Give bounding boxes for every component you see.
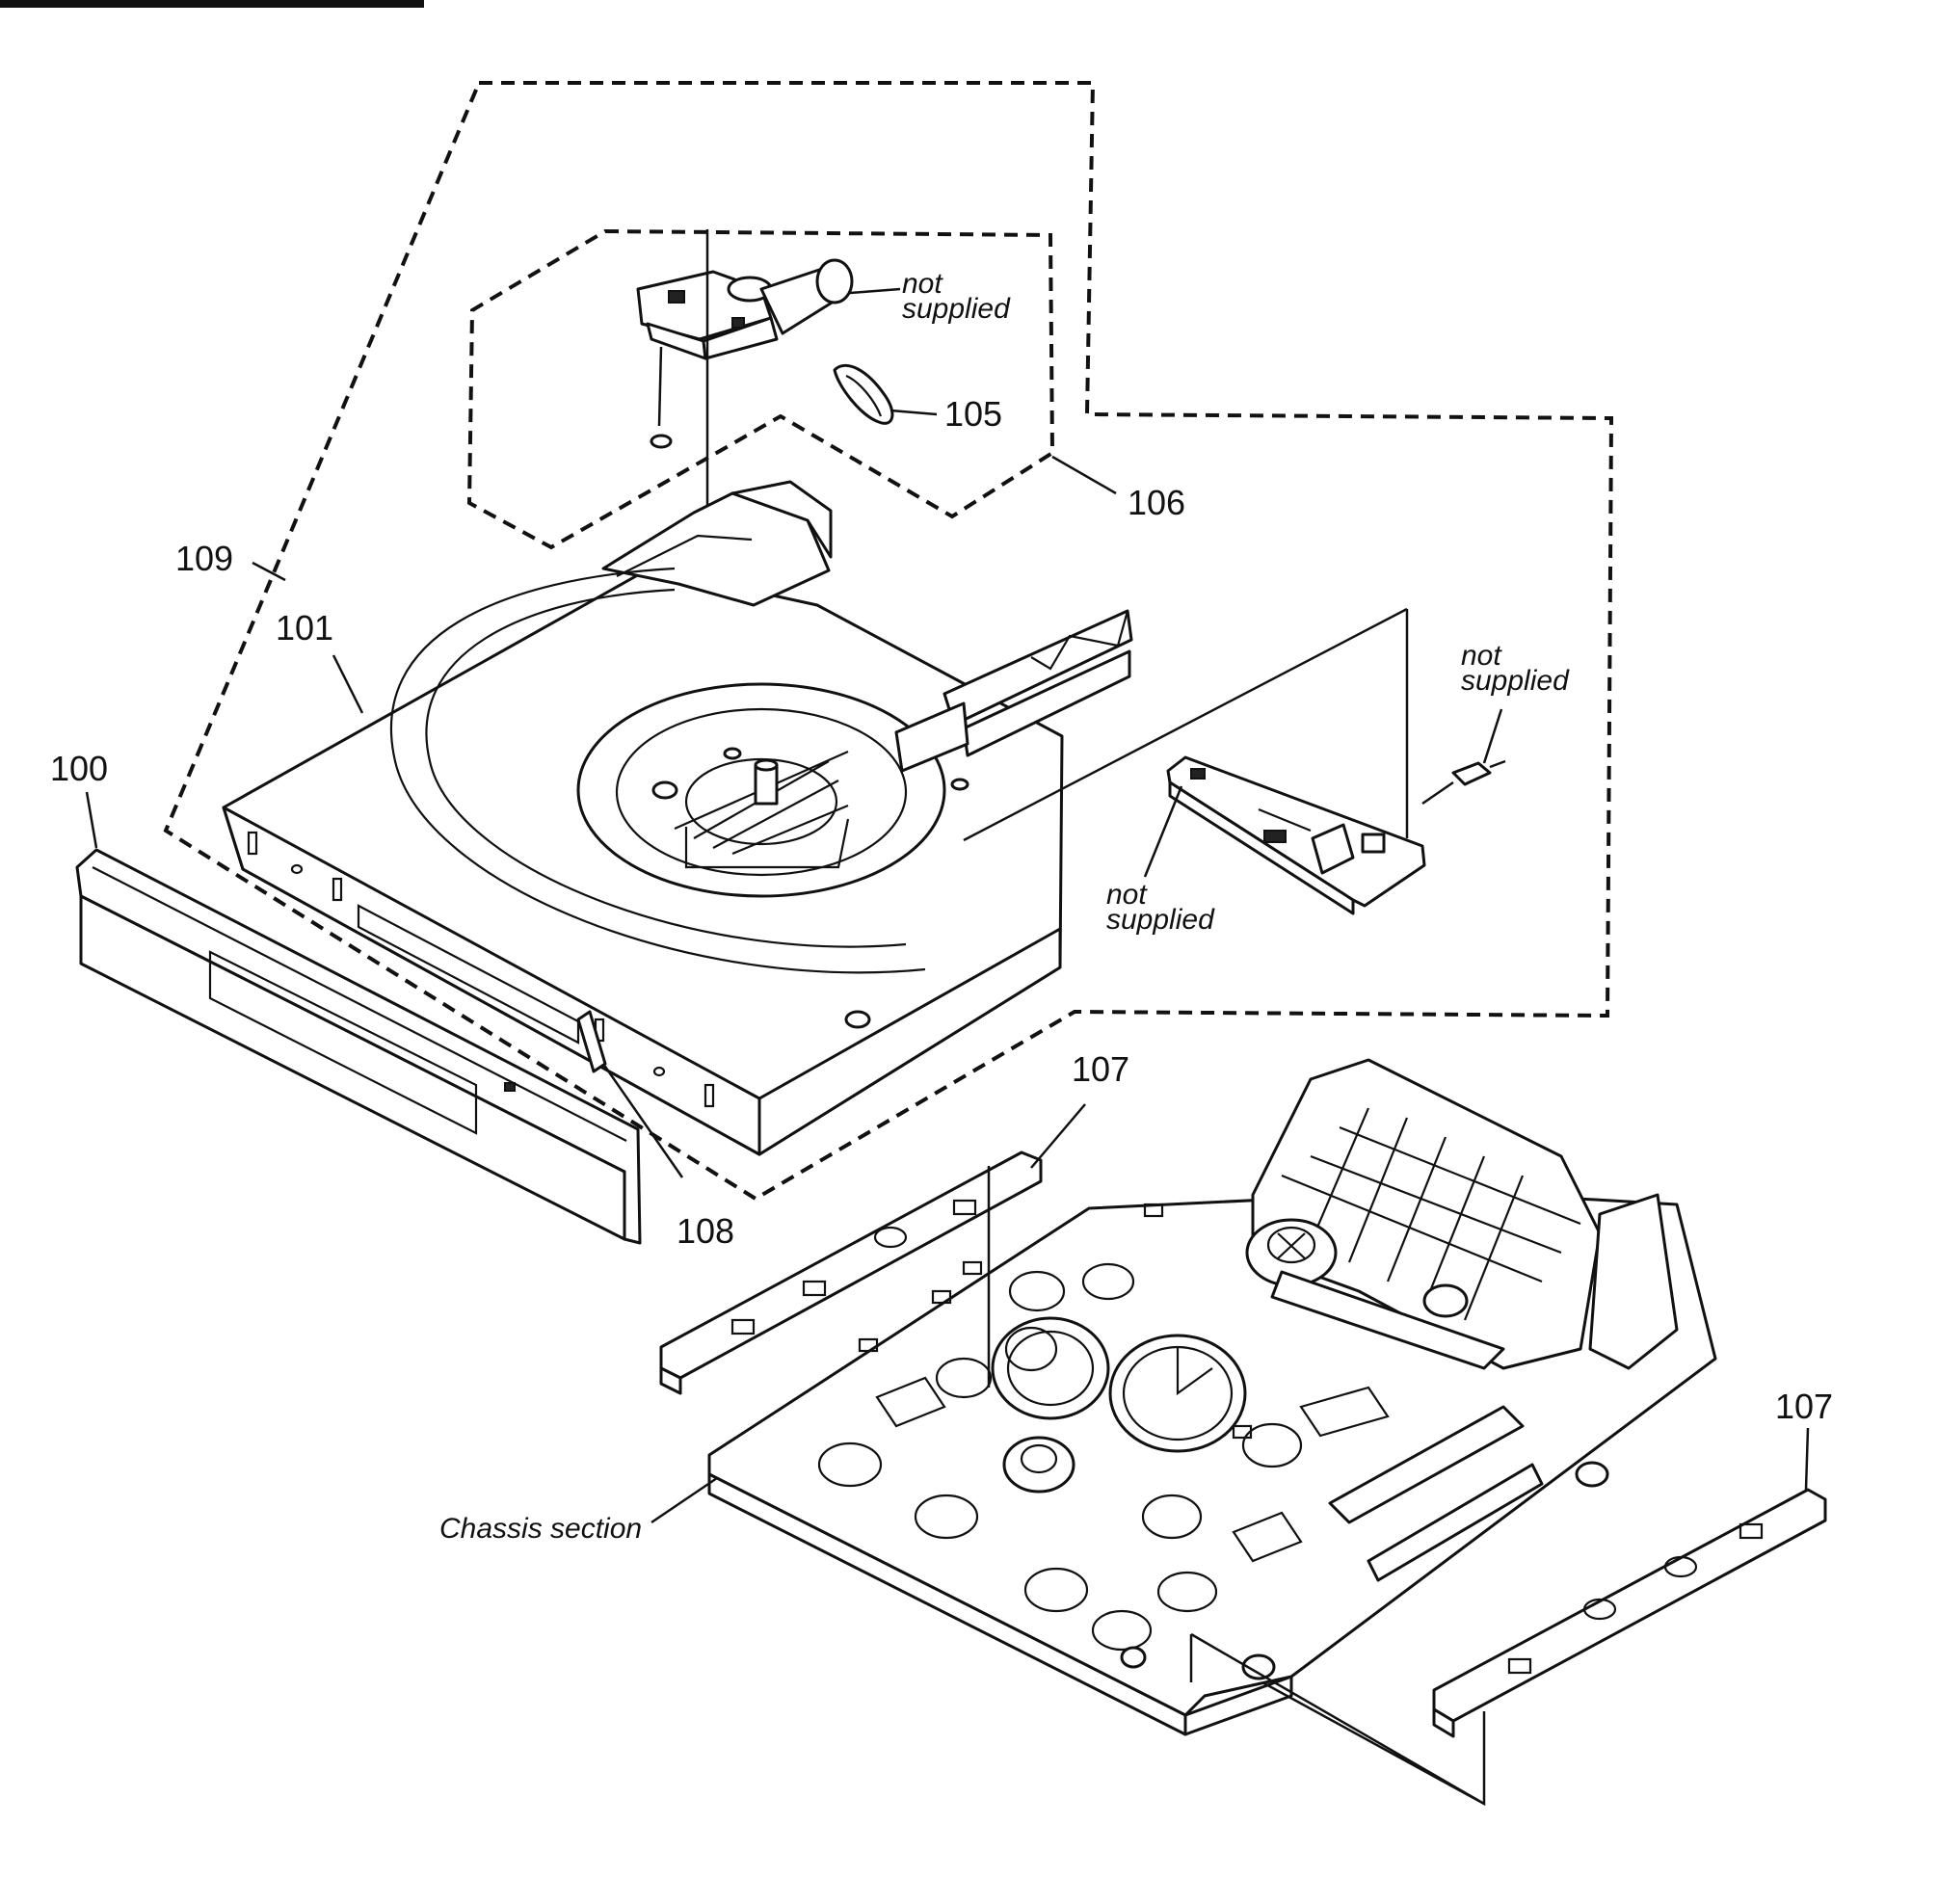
chassis-section bbox=[707, 1058, 1717, 1736]
label-109: 109 bbox=[175, 539, 233, 578]
circuit-board bbox=[1166, 755, 1506, 915]
label-105: 105 bbox=[944, 394, 1002, 434]
projection-lines-board bbox=[963, 607, 1409, 842]
note-motor-not: not bbox=[902, 268, 943, 300]
leader-connector-note bbox=[1482, 708, 1503, 764]
disc-tray-101 bbox=[222, 480, 1133, 1156]
note-connector-supplied: supplied bbox=[1461, 665, 1570, 697]
leader-108 bbox=[601, 1063, 684, 1178]
belt-105 bbox=[833, 363, 894, 425]
leader-motor-note bbox=[849, 287, 901, 295]
outline-109 bbox=[163, 81, 1614, 1202]
label-107-left: 107 bbox=[1072, 1049, 1129, 1089]
label-106: 106 bbox=[1128, 483, 1185, 522]
leader-105 bbox=[889, 409, 938, 416]
leader-107-left bbox=[1030, 1103, 1086, 1169]
leader-107-right bbox=[1804, 1427, 1810, 1491]
part-108 bbox=[576, 1010, 607, 1073]
leader-106 bbox=[1051, 455, 1117, 495]
outline-106 bbox=[466, 228, 1055, 550]
side-rail-107-right bbox=[1432, 1488, 1827, 1738]
projection-lines-chassis bbox=[1189, 1632, 1486, 1807]
leader-100 bbox=[85, 791, 98, 849]
note-connector-not: not bbox=[1461, 640, 1502, 672]
side-rail-107-left bbox=[659, 1150, 1043, 1395]
note-board-supplied: supplied bbox=[1106, 904, 1215, 936]
leader-101 bbox=[332, 654, 364, 714]
note-motor-supplied: supplied bbox=[902, 293, 1011, 325]
label-108: 108 bbox=[677, 1211, 734, 1251]
note-board-not: not bbox=[1106, 879, 1148, 911]
label-100: 100 bbox=[50, 749, 108, 788]
leader-board-note bbox=[1143, 785, 1183, 878]
label-107-right: 107 bbox=[1775, 1387, 1833, 1426]
front-panel-100 bbox=[75, 848, 642, 1245]
note-chassis-section: Chassis section bbox=[439, 1513, 642, 1545]
leader-109 bbox=[252, 561, 286, 582]
leader-chassis bbox=[650, 1476, 718, 1524]
label-101: 101 bbox=[276, 608, 333, 648]
